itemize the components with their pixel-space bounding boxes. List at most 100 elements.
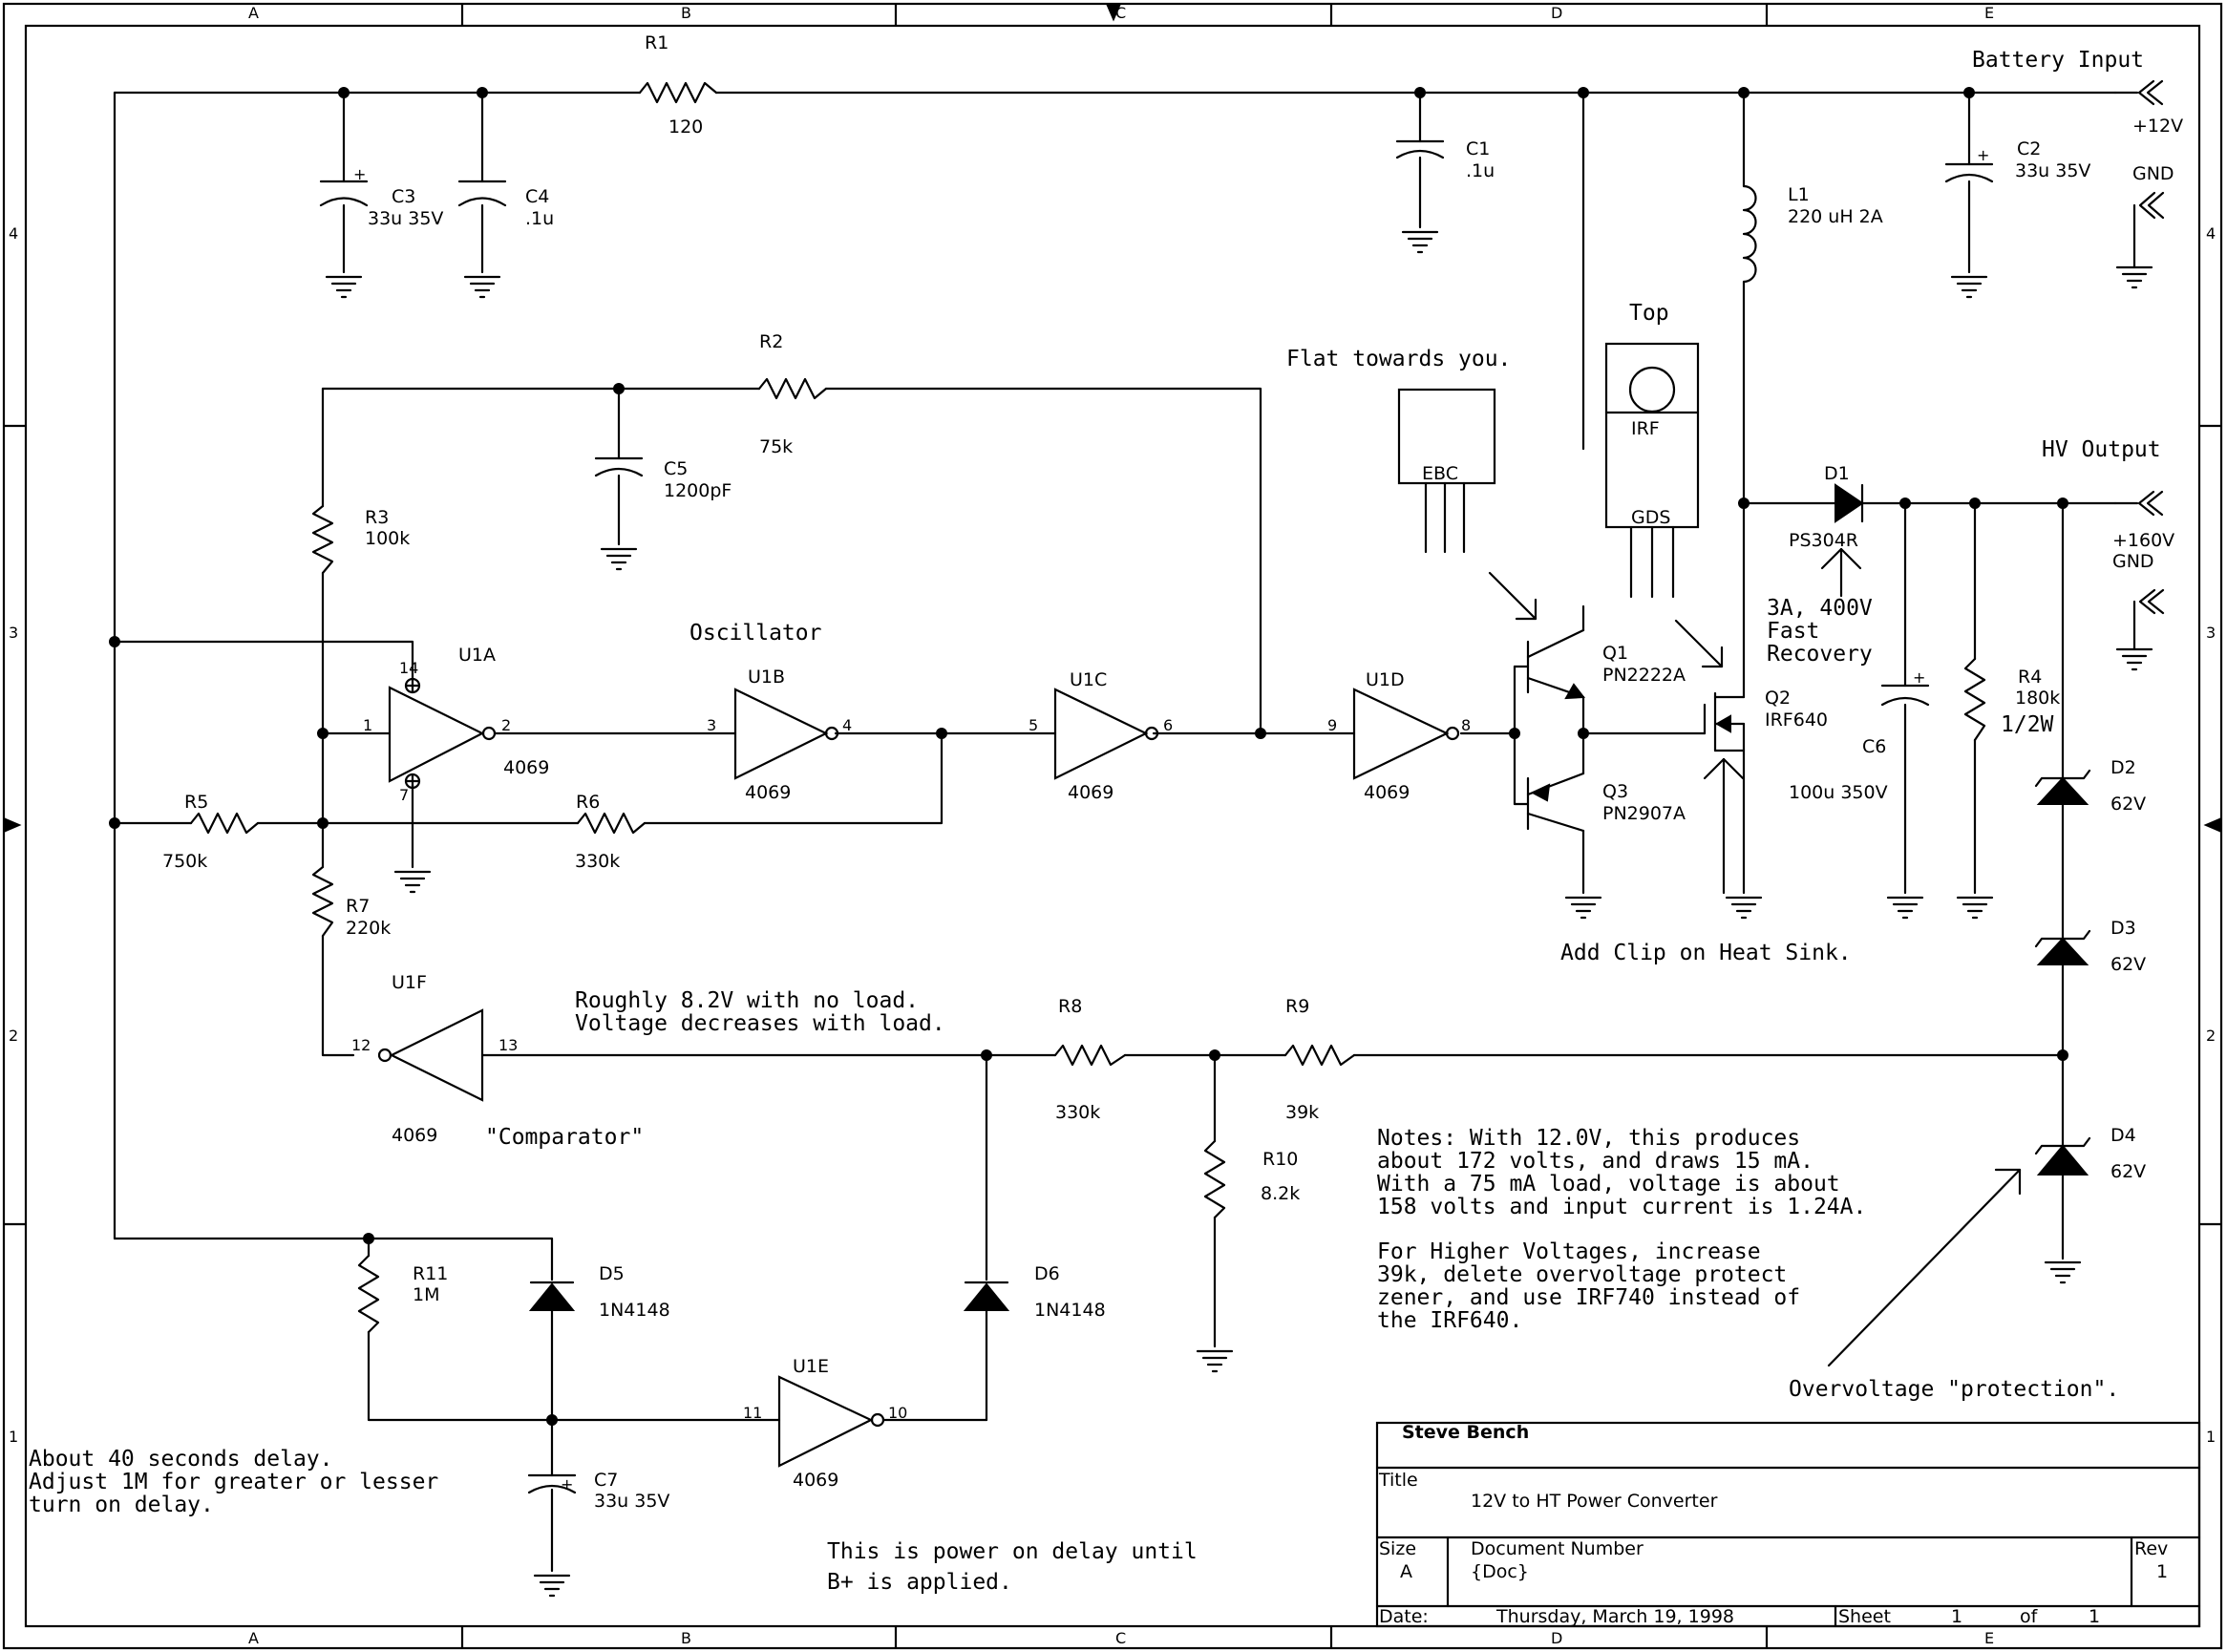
- u1f-pin-12: 12: [351, 1036, 371, 1054]
- to92-package: Flat towards you. EBC: [1286, 347, 1511, 554]
- rev-label: Rev: [2134, 1538, 2168, 1559]
- d4-ref: D4: [2110, 1125, 2136, 1146]
- capacitor-c4: C4 .1u: [457, 180, 554, 229]
- c2-ref: C2: [2017, 138, 2041, 159]
- capacitor-c7: + C7 33u 35V: [527, 1470, 669, 1512]
- gnd-in-label: GND: [2132, 163, 2174, 184]
- power-on-line-1: This is power on delay until: [827, 1539, 1198, 1564]
- to92-pins: EBC: [1422, 463, 1458, 484]
- u1d-pin-8: 8: [1461, 716, 1471, 734]
- d3-value: 62V: [2110, 954, 2146, 975]
- d1-note-2: Fast: [1767, 619, 1819, 644]
- inverter-u1a: U1A 4069 1 2 14 7: [363, 645, 549, 804]
- r7-value: 220k: [346, 918, 391, 939]
- d5-value: 1N4148: [599, 1300, 670, 1321]
- to92-caption: Flat towards you.: [1286, 347, 1511, 371]
- c5-value: 1200pF: [664, 480, 732, 501]
- resistor-r2: R2 75k: [757, 331, 828, 457]
- r4-value: 180k: [2015, 688, 2060, 709]
- row-label-2: 2: [9, 1027, 18, 1045]
- resistor-r11: R11 1M: [357, 1254, 448, 1334]
- u1a-value: 4069: [503, 757, 549, 778]
- u1d-ref: U1D: [1366, 669, 1405, 690]
- diode-d6: D6 1N4148: [963, 1263, 1106, 1321]
- docnum-value: {Doc}: [1471, 1561, 1529, 1582]
- pointer-arrows: [1488, 571, 2022, 1367]
- row-label-4-right: 4: [2206, 224, 2216, 243]
- higher-line-4: the IRF640.: [1377, 1308, 1522, 1333]
- r8-value: 330k: [1055, 1102, 1100, 1123]
- r5-ref: R5: [184, 792, 208, 813]
- to220-pins: GDS: [1631, 507, 1670, 528]
- u1b-value: 4069: [745, 782, 791, 803]
- r11-value: 1M: [413, 1284, 439, 1305]
- c3-value: 33u 35V: [368, 208, 443, 229]
- row-label-1: 1: [9, 1428, 18, 1446]
- resistor-r10: R10 8.2k: [1203, 1139, 1300, 1219]
- u1b-ref: U1B: [748, 667, 785, 688]
- d1-note-3: Recovery: [1767, 642, 1873, 667]
- q2-value: IRF640: [1765, 710, 1828, 731]
- zener-d2: D2 62V: [2034, 757, 2146, 815]
- sheets-value: 1: [2089, 1606, 2100, 1627]
- higher-line-1: For Higher Voltages, increase: [1377, 1239, 1761, 1264]
- rev-value: 1: [2156, 1561, 2168, 1582]
- r10-value: 8.2k: [1261, 1183, 1300, 1204]
- d4-value: 62V: [2110, 1161, 2146, 1182]
- col-label-a: A: [248, 4, 259, 22]
- delay-line-2: Adjust 1M for greater or lesser: [29, 1470, 438, 1494]
- roughly-line-1: Roughly 8.2V with no load.: [575, 988, 919, 1013]
- capacitor-c5: C5 1200pF: [594, 456, 732, 501]
- sheet-label: Sheet: [1838, 1606, 1891, 1627]
- r2-value: 75k: [759, 436, 793, 457]
- delay-line-3: turn on delay.: [29, 1493, 214, 1517]
- c5-ref: C5: [664, 458, 688, 479]
- u1f-pin-13: 13: [498, 1036, 518, 1054]
- u1c-pin-5: 5: [1029, 716, 1038, 734]
- d3-ref: D3: [2110, 918, 2136, 939]
- r6-value: 330k: [575, 851, 620, 872]
- title-block: Steve Bench Title 12V to HT Power Conver…: [1375, 1421, 2201, 1628]
- q3-value: PN2907A: [1602, 803, 1686, 824]
- svg-text:+: +: [1977, 146, 1989, 164]
- r4-ref: R4: [2018, 667, 2042, 688]
- r9-value: 39k: [1285, 1102, 1319, 1123]
- u1a-pin-1: 1: [363, 716, 372, 734]
- capacitor-c1: C1 .1u: [1395, 138, 1495, 181]
- roughly-line-2: Voltage decreases with load.: [575, 1011, 945, 1036]
- notes-line-4: 158 volts and input current is 1.24A.: [1377, 1195, 1866, 1219]
- date-value: Thursday, March 19, 1998: [1495, 1606, 1734, 1627]
- q2-ref: Q2: [1765, 688, 1791, 709]
- u1e-pin-11: 11: [743, 1404, 762, 1422]
- resistor-r6: R6 330k: [575, 792, 647, 872]
- transistor-q3: Q3 PN2907A: [1526, 772, 1686, 833]
- u1b-pin-3: 3: [707, 716, 716, 734]
- inverter-u1f: U1F 4069 12 13: [351, 972, 518, 1146]
- d5-ref: D5: [599, 1263, 625, 1284]
- col-label-b-bottom: B: [681, 1629, 691, 1647]
- q1-value: PN2222A: [1602, 665, 1686, 686]
- diode-d5: D5 1N4148: [528, 1263, 670, 1321]
- d2-ref: D2: [2110, 757, 2136, 778]
- col-label-e-bottom: E: [1984, 1629, 1994, 1647]
- svg-text:+: +: [353, 165, 366, 183]
- inverter-u1c: U1C 4069 5 6: [1029, 669, 1173, 803]
- svg-text:+: +: [561, 1475, 573, 1493]
- capacitor-c6: + C6 100u 350V: [1789, 668, 1930, 803]
- col-label-e: E: [1984, 4, 1994, 22]
- diode-d1: D1 PS304R 3A, 400V Fast Recovery: [1767, 463, 1873, 667]
- annotations: Oscillator "Comparator" Roughly 8.2V wit…: [29, 621, 2119, 1595]
- notes-line-1: Notes: With 12.0V, this produces: [1377, 1126, 1800, 1151]
- size-value: A: [1400, 1561, 1412, 1582]
- to220-package: Top IRF GDS: [1604, 301, 1700, 599]
- row-label-3-right: 3: [2206, 624, 2216, 642]
- inverter-u1b: U1B 4069 3 4: [707, 667, 852, 803]
- r4-rating: 1/2W: [2001, 712, 2054, 737]
- d6-value: 1N4148: [1034, 1300, 1106, 1321]
- r1-ref: R1: [645, 32, 668, 53]
- u1f-ref: U1F: [392, 972, 427, 993]
- inductor-l1: L1 220 uH 2A: [1742, 184, 1883, 284]
- comparator-label: "Comparator": [485, 1125, 644, 1150]
- gnd-out-label: GND: [2112, 551, 2154, 572]
